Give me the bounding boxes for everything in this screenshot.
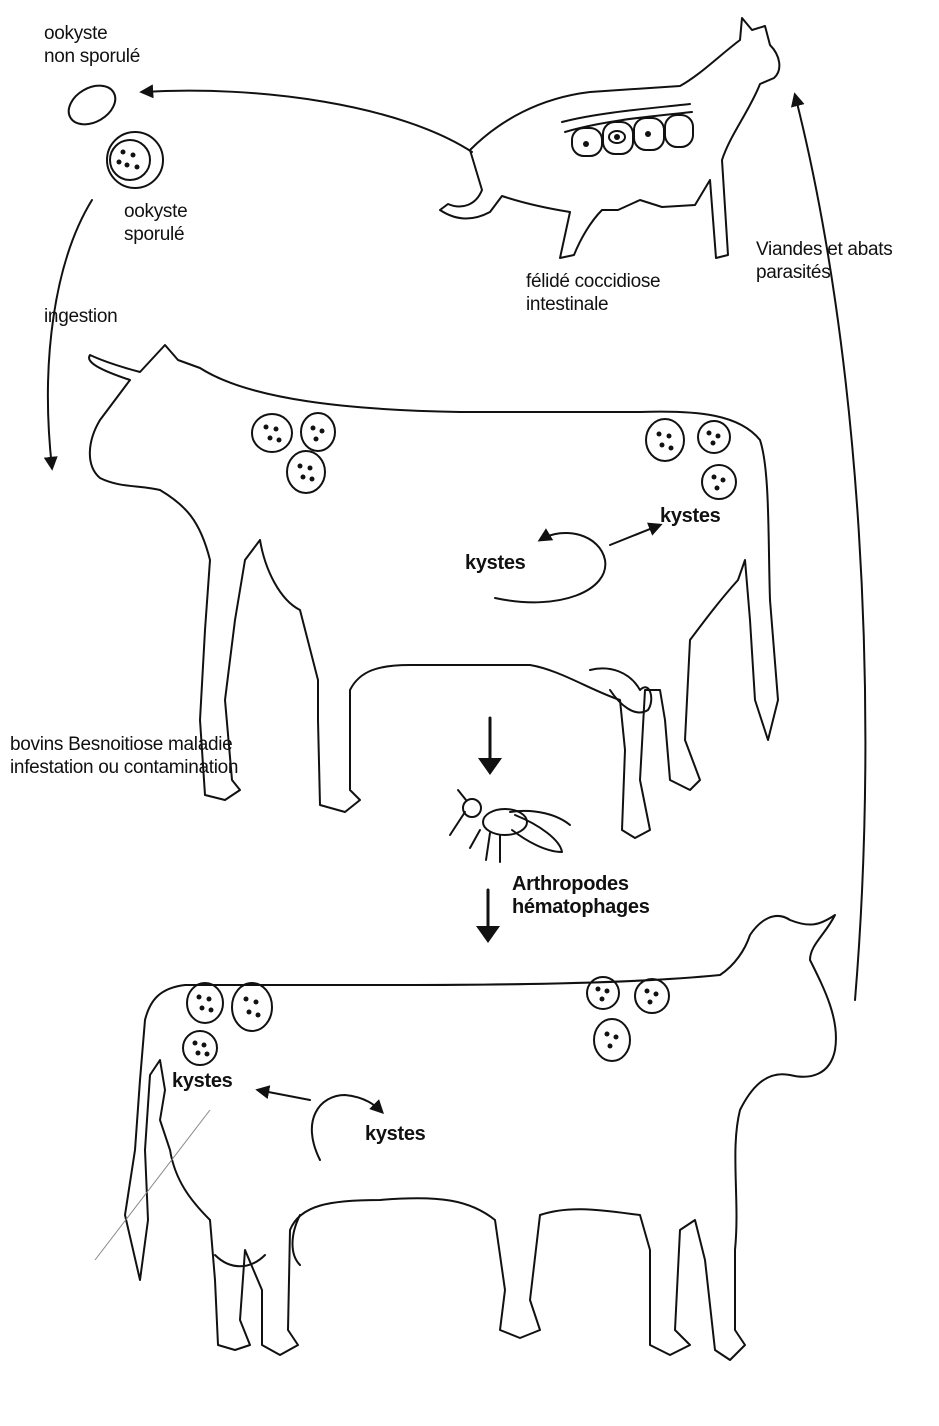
ingestion-arrow [48, 200, 92, 468]
unsporulated-oocyst-icon [62, 78, 122, 132]
label-meat: Viandes et abats parasités [756, 238, 892, 284]
newly-infected-cow-icon [125, 915, 836, 1360]
label-oocyst-unsporulated: ookyste non sporulé [44, 22, 140, 68]
label-bovine-disease: bovins Besnoitiose maladie infestation o… [10, 733, 238, 779]
cat-icon [440, 18, 779, 258]
label-cysts-lower-center: kystes [365, 1123, 425, 1146]
scan-line [95, 1110, 210, 1260]
meat-arrow [795, 95, 865, 1000]
cyst-cluster-upper-right [646, 419, 736, 499]
label-cysts-upper-center: kystes [465, 552, 525, 575]
down-arrow-2 [476, 890, 500, 943]
cyst-spread-arrow-upper [610, 525, 660, 545]
fly-icon [450, 790, 570, 862]
label-oocyst-sporulated: ookyste sporulé [124, 200, 187, 246]
cyst-cluster-upper-left [252, 413, 335, 493]
label-ingestion: ingestion [44, 305, 117, 328]
label-felid: félidé coccidiose intestinale [526, 270, 660, 316]
label-cysts-upper-right: kystes [660, 505, 720, 528]
cyst-spread-arrow-lower [258, 1090, 310, 1100]
label-cysts-lower-left: kystes [172, 1070, 232, 1093]
cyst-cluster-lower-left [183, 983, 272, 1065]
down-arrow-1 [478, 718, 502, 775]
cyst-cluster-lower-right [587, 977, 669, 1061]
excretion-arrow [142, 91, 472, 152]
label-arthropods: Arthropodes hématophages [512, 873, 650, 919]
sporulated-oocyst-icon [107, 132, 163, 188]
